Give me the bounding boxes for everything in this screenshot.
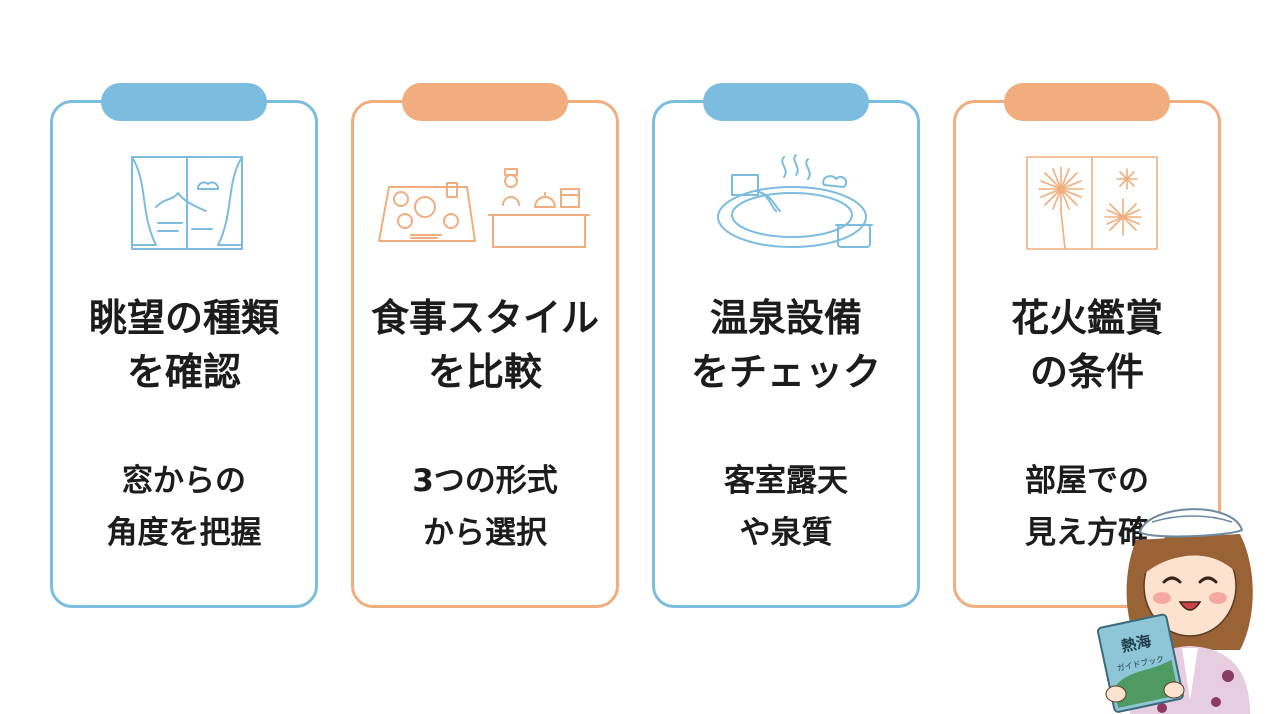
card-tab: [703, 83, 869, 121]
card-view-type: 眺望の種類 を確認 窓からの 角度を把握: [50, 83, 318, 608]
card-description: 客室露天 や泉質: [724, 463, 848, 551]
fireworks-window-icon: [1026, 156, 1158, 250]
card-tab: [402, 83, 568, 121]
meal-style-icon: [378, 168, 590, 248]
card-description: 部屋での 見え方確: [1025, 463, 1149, 551]
card-title: 眺望の種類 を確認: [88, 296, 279, 394]
card-description: 窓からの 角度を把握: [106, 463, 262, 551]
card-tab: [1004, 83, 1170, 121]
card-title: 食事スタイル を比較: [370, 296, 599, 394]
card-hot-spring: 温泉設備 をチェック 客室露天 や泉質: [652, 83, 920, 608]
card-title: 花火鑑賞 の条件: [1010, 296, 1163, 394]
card-meal-style: 食事スタイル を比較 3つの形式 から選択: [351, 83, 619, 608]
guidebook-title: 熱海: [1120, 632, 1153, 656]
guide-mascot-icon: 熱海 ガイドブック: [1096, 508, 1253, 714]
card-tab: [101, 83, 267, 121]
window-view-icon: [131, 156, 243, 250]
card-title: 温泉設備 をチェック: [690, 296, 881, 394]
card-fireworks: 花火鑑賞 の条件 部屋での 見え方確: [953, 83, 1221, 608]
hot-spring-icon: [717, 154, 873, 248]
card-description: 3つの形式 から選択: [412, 463, 558, 551]
